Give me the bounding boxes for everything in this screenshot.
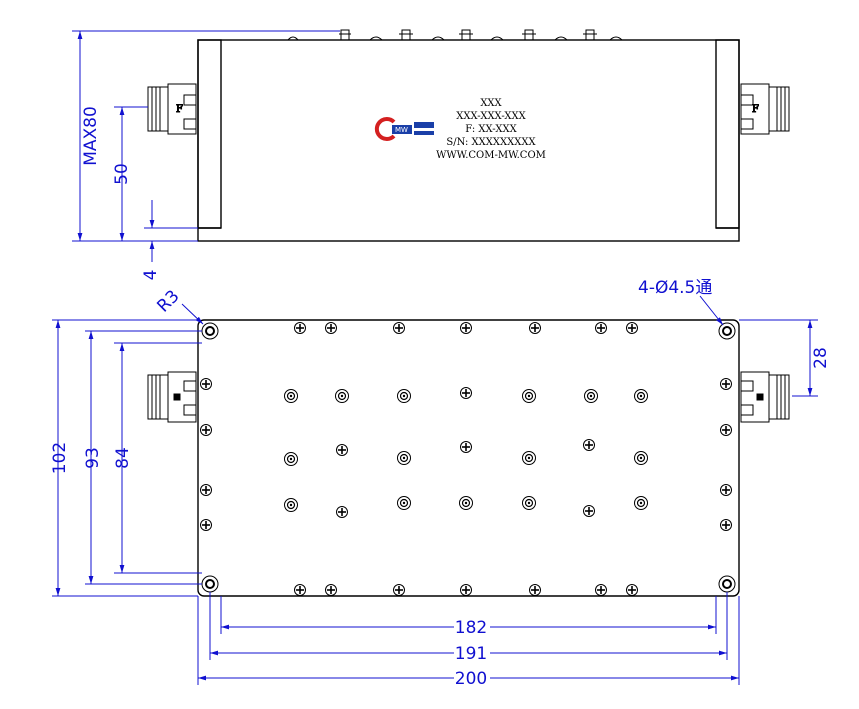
tuning-screw-icon — [634, 451, 648, 465]
screw-icon — [336, 506, 348, 518]
tuning-screw-icon — [522, 451, 536, 465]
screw-icon — [720, 424, 732, 436]
dim-connector-height: 50 — [112, 163, 132, 185]
svg-text:MW: MW — [395, 126, 408, 134]
tuning-screw-icon — [284, 389, 298, 403]
screw-icon — [529, 322, 541, 334]
screw-icon — [460, 387, 472, 399]
tuning-screw-icon — [397, 496, 411, 510]
dim-width-total: 102 — [50, 442, 70, 474]
screw-icon — [393, 584, 405, 596]
company-logo: MW — [374, 117, 434, 141]
screw-icon — [583, 439, 595, 451]
dim-hole-callout: 4-Ø4.5通 — [638, 278, 712, 298]
tuning-screw-icon — [397, 451, 411, 465]
screw-icon — [720, 519, 732, 531]
side-left-flange — [197, 39, 222, 229]
label-line-4: S/N: XXXXXXXXX — [446, 137, 536, 148]
tuning-screw-icon — [397, 389, 411, 403]
screw-icon — [200, 424, 212, 436]
dim-length-holes: 191 — [455, 644, 487, 664]
screw-icon — [460, 584, 472, 596]
tuning-screw-icon — [522, 496, 536, 510]
screw-icon — [393, 322, 405, 334]
tuning-screw-icon — [522, 389, 536, 403]
screw-icon — [200, 378, 212, 390]
screw-icon — [325, 584, 337, 596]
screw-icon — [626, 584, 638, 596]
dim-width-inner: 84 — [113, 447, 133, 469]
screw-icon — [595, 322, 607, 334]
tuning-screw-icon — [459, 496, 473, 510]
screw-icon — [583, 505, 595, 517]
label-line-2: XXX-XXX-XXX — [456, 111, 526, 122]
screw-icon — [529, 584, 541, 596]
tuning-screw-icon — [584, 389, 598, 403]
plan-view: R3 4-Ø4.5通 28 102 93 84 — [50, 278, 831, 689]
screw-icon — [200, 519, 212, 531]
dim-length-inner: 182 — [455, 618, 487, 638]
screw-icon — [294, 322, 306, 334]
product-label: MW XXX XXX-XXX-XXX F: XX-XXX S/N: XXXXXX… — [374, 98, 546, 161]
plan-right-connector — [740, 371, 790, 423]
top-screws-row — [287, 29, 623, 41]
side-dimensions: MAX80 50 4 — [72, 30, 340, 281]
screw-icon — [720, 484, 732, 496]
label-line-5: WWW.COM-MW.COM — [436, 150, 546, 161]
screw-icon — [595, 584, 607, 596]
screw-icon — [720, 378, 732, 390]
screw-icon — [325, 322, 337, 334]
svg-text:F: F — [176, 104, 183, 115]
tuning-screw-icon — [335, 389, 349, 403]
plan-body — [197, 319, 740, 597]
dim-length-total: 200 — [455, 669, 487, 689]
side-right-flange — [715, 39, 740, 229]
tuning-screw-icon — [284, 452, 298, 466]
label-line-1: XXX — [480, 98, 502, 109]
side-view: F F MW XXX XXX-XXX-XXX F: XX-XXX — [72, 29, 790, 281]
screw-icon — [200, 484, 212, 496]
dim-connector-offset: 28 — [811, 347, 831, 369]
mounting-holes — [201, 322, 736, 593]
fasteners — [200, 322, 732, 596]
dim-base-offset: 4 — [141, 270, 161, 281]
tuning-screw-icon — [284, 498, 298, 512]
side-right-connector: F — [740, 83, 790, 135]
screw-icon — [460, 441, 472, 453]
dim-corner-radius: R3 — [153, 286, 183, 316]
dim-max-height: MAX80 — [81, 106, 101, 166]
tuning-screw-icon — [634, 389, 648, 403]
screw-icon — [460, 322, 472, 334]
screw-icon — [294, 584, 306, 596]
plan-dimensions: R3 4-Ø4.5通 28 102 93 84 — [50, 278, 831, 689]
dim-width-holes: 93 — [83, 447, 103, 469]
screw-icon — [336, 444, 348, 456]
screw-icon — [626, 322, 638, 334]
side-left-connector: F — [147, 83, 197, 135]
svg-text:F: F — [752, 104, 759, 115]
tuning-screw-icon — [634, 496, 648, 510]
label-line-3: F: XX-XXX — [465, 124, 517, 135]
plan-left-connector — [147, 371, 197, 423]
